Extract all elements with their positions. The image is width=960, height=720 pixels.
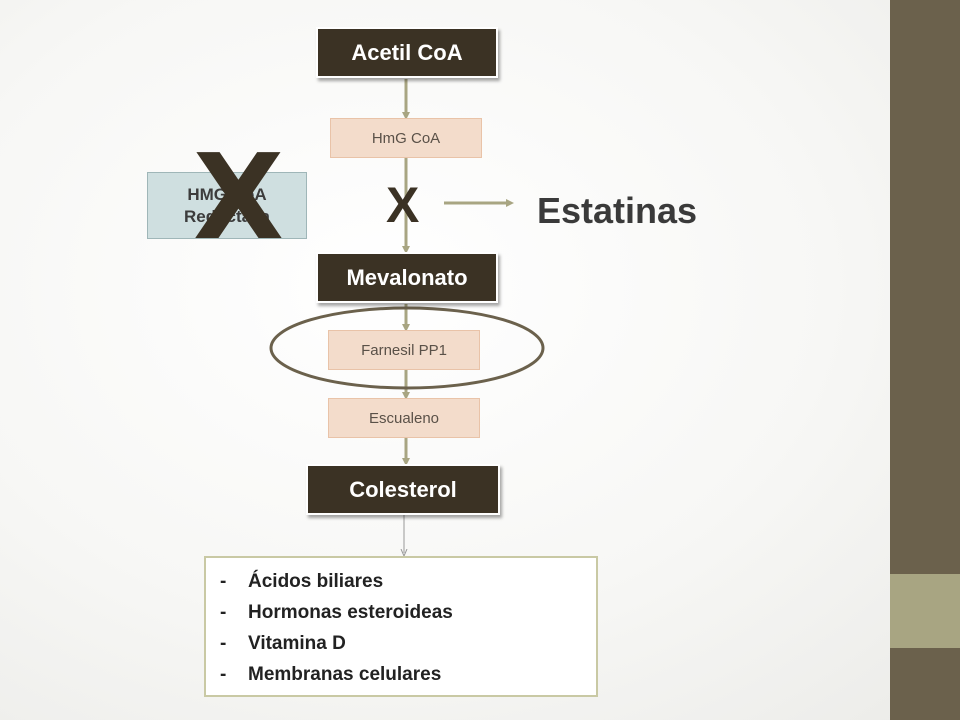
product-item: -Hormonas esteroideas — [220, 597, 596, 628]
inhibitor-label-estatinas: Estatinas — [537, 190, 698, 231]
side-bar-middle — [890, 574, 960, 648]
enzyme-label-line1: HMG CoA — [187, 184, 267, 204]
node-colesterol: Colesterol — [306, 464, 500, 515]
products-box: -Ácidos biliares -Hormonas esteroideas -… — [204, 556, 598, 697]
product-label: Hormonas esteroideas — [248, 602, 453, 623]
node-escualeno: Escualeno — [328, 398, 480, 438]
product-label: Membranas celulares — [248, 664, 442, 685]
enzyme-label-line2: Reductasa — [184, 206, 270, 226]
list-dash: - — [220, 633, 227, 654]
products-list: -Ácidos biliares -Hormonas esteroideas -… — [220, 566, 596, 690]
product-label: Ácidos biliares — [248, 571, 384, 592]
product-item: -Vitamina D — [220, 628, 596, 659]
enzyme-hmg-coa-reductasa: HMG CoA Reductasa — [147, 172, 307, 239]
node-farnesil-pp1: Farnesil PP1 — [328, 330, 480, 370]
farnesil-highlight-ellipse — [269, 306, 545, 390]
inhibition-x-mark-large: X — [193, 128, 284, 266]
inhibition-x-mark-small: X — [386, 177, 420, 233]
list-dash: - — [220, 571, 227, 592]
product-item: -Membranas celulares — [220, 659, 596, 690]
product-label: Vitamina D — [248, 633, 346, 654]
node-mevalonato: Mevalonato — [316, 252, 498, 303]
product-item: -Ácidos biliares — [220, 566, 596, 597]
list-dash: - — [220, 664, 227, 685]
list-dash: - — [220, 602, 227, 623]
node-hmg-coa: HmG CoA — [330, 118, 482, 158]
side-bar-top — [890, 0, 960, 574]
side-bar-bottom — [890, 648, 960, 720]
node-acetil-coa: Acetil CoA — [316, 27, 498, 78]
